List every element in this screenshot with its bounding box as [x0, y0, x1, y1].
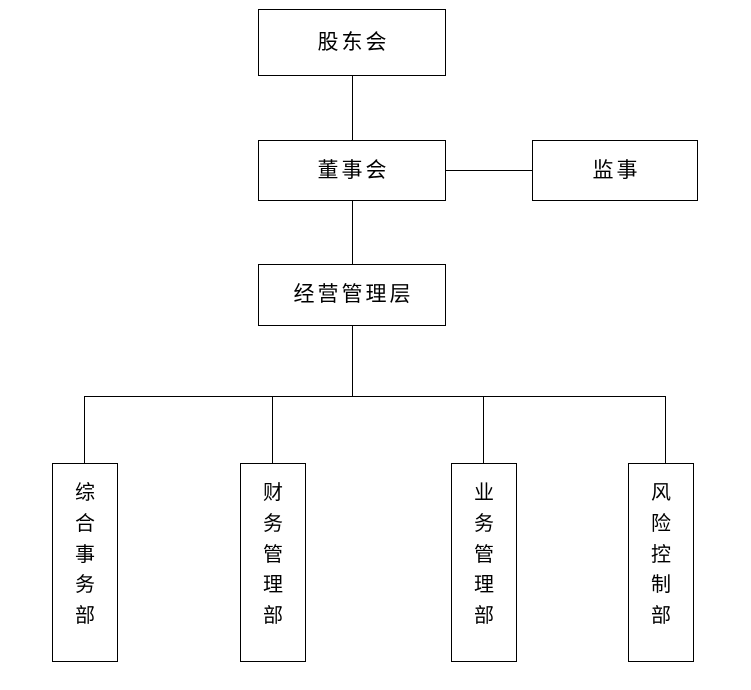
- connector-bus-to-general-affairs: [84, 396, 85, 463]
- node-board-of-directors-label: 董事会: [317, 157, 390, 182]
- connector-shareholders-to-board: [352, 76, 353, 140]
- node-supervisor-label: 监事: [592, 157, 641, 182]
- connector-board-to-supervisor: [446, 170, 532, 171]
- node-shareholders-meeting-label: 股东会: [317, 29, 390, 54]
- node-general-affairs-department-label: 综合事务部: [75, 482, 95, 628]
- node-risk-control-department-label: 风险控制部: [651, 482, 671, 628]
- node-management-level[interactable]: 经营管理层: [258, 264, 446, 326]
- node-finance-management-department[interactable]: 财务管理部: [240, 463, 306, 662]
- connector-bus-to-business: [483, 396, 484, 463]
- connector-bus-to-risk: [665, 396, 666, 463]
- connector-bus-to-finance: [272, 396, 273, 463]
- node-supervisor[interactable]: 监事: [532, 140, 698, 201]
- connector-department-bus: [84, 396, 666, 397]
- node-board-of-directors[interactable]: 董事会: [258, 140, 446, 201]
- node-risk-control-department[interactable]: 风险控制部: [628, 463, 694, 662]
- connector-management-to-bus: [352, 326, 353, 396]
- node-general-affairs-department[interactable]: 综合事务部: [52, 463, 118, 662]
- node-shareholders-meeting[interactable]: 股东会: [258, 9, 446, 76]
- node-management-level-label: 经营管理层: [293, 282, 414, 307]
- connector-board-to-management: [352, 201, 353, 264]
- node-finance-management-department-label: 财务管理部: [263, 482, 283, 628]
- node-business-management-department[interactable]: 业务管理部: [451, 463, 517, 662]
- node-business-management-department-label: 业务管理部: [474, 482, 494, 628]
